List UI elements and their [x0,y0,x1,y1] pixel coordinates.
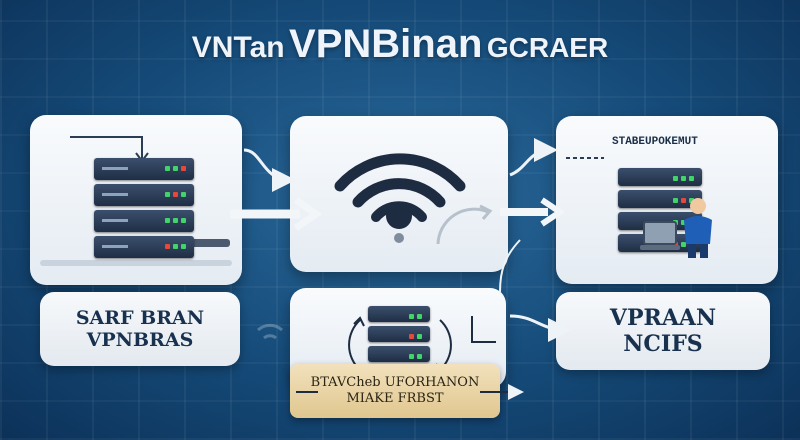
page-title: VNTan VPNBinan GCRAER [0,22,800,67]
arrow-wifi-to-right-top [509,138,558,177]
person-icon [684,198,712,258]
title-part-1: VNTan [191,31,285,64]
title-part-3: GCRAER [486,32,609,63]
arrow-center-to-right [509,314,572,342]
left-label-line-2: VPNBRAS [86,329,194,351]
arrow-left-to-wifi [243,148,296,192]
right-label-line-1: VPRAAN [609,305,717,331]
left-label-line-1: SARF BRAN [75,307,205,329]
wifi-icon [334,153,493,245]
title-part-2: VPNBinan [289,22,483,66]
notice-line-2: MIAKE FRBST [346,391,444,406]
right-label-box: VPRAAN NCIFS [556,292,770,370]
left-server-panel [30,115,242,285]
wifi-panel [290,116,508,272]
signal-faint-left [257,323,283,340]
right-header-label: STABEUPOKEMUT [612,136,698,148]
right-connector-icon [566,157,604,159]
arrow-main-right-head [540,197,566,227]
notice-line-1: BTAVCheb UFORHANON [310,375,480,390]
right-label-line-2: NCIFS [623,331,703,357]
arrow-down-to-center [499,239,521,293]
right-server-panel: STABEUPOKEMUT [556,116,778,284]
notice-box: BTAVCheb UFORHANON MIAKE FRBST [290,364,500,418]
left-label-box: SARF BRAN VPNBRAS [40,292,240,366]
laptop-icon [640,221,680,250]
server-stack-icon [94,158,194,262]
arrow-main-left-head [293,197,323,231]
